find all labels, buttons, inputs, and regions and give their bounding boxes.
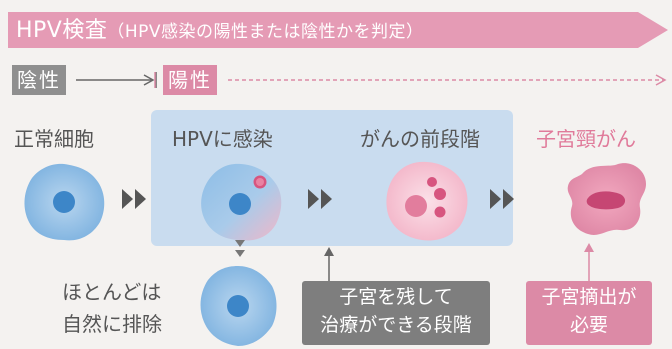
natural-elimination-line2: 自然に排除: [62, 312, 162, 336]
stage-label-precancer: がんの前段階: [360, 127, 480, 151]
removal-line2: 必要: [569, 314, 608, 336]
treatable-line1: 子宮を残して: [339, 286, 453, 308]
negative-tag: 陰性: [12, 65, 66, 95]
treatable-line2: 治療ができる段階: [320, 314, 472, 336]
banner-title: HPV検査（HPV感染の陽性または陰性かを判定）: [16, 12, 424, 44]
banner-title-main: HPV検査: [16, 18, 108, 43]
positive-tag: 陽性: [163, 65, 217, 95]
arrow-hpv-to-precancer-icon: [308, 189, 332, 209]
banner-subtitle: （HPV感染の陽性または陰性かを判定）: [107, 22, 424, 42]
treatable-stage-box: 子宮を残して 治療ができる段階: [302, 281, 490, 345]
eliminated-normal-cell-icon: [200, 266, 277, 346]
stage-label-normal: 正常細胞: [14, 127, 94, 151]
stage-label-hpv: HPVに感染: [172, 127, 273, 151]
positive-range-arrow: [228, 74, 667, 86]
precancer-cell-icon: [386, 161, 468, 241]
arrow-normal-to-hpv-icon: [122, 189, 146, 209]
natural-elimination-text: ほとんどは 自然に排除: [62, 276, 162, 340]
hpv-infected-cell-icon: [201, 163, 282, 241]
removal-line1: 子宮摘出が: [541, 286, 637, 308]
arrow-up-removal-icon: [584, 243, 594, 282]
hysterectomy-required-box: 子宮摘出が 必要: [526, 281, 652, 345]
natural-elimination-line1: ほとんどは: [62, 280, 162, 304]
cervical-cancer-cell-icon: [567, 163, 646, 235]
arrow-precancer-to-cancer-icon: [490, 189, 514, 209]
negative-range-arrow: [76, 72, 157, 88]
arrow-down-elimination-icon: [235, 240, 245, 257]
hpv-test-banner-arrow: [8, 12, 668, 48]
stage-label-cancer: 子宮頸がん: [536, 127, 636, 151]
normal-cell-icon: [24, 163, 105, 241]
arrow-up-treatable-icon: [324, 247, 334, 282]
positive-range-start-tick: [154, 72, 156, 88]
